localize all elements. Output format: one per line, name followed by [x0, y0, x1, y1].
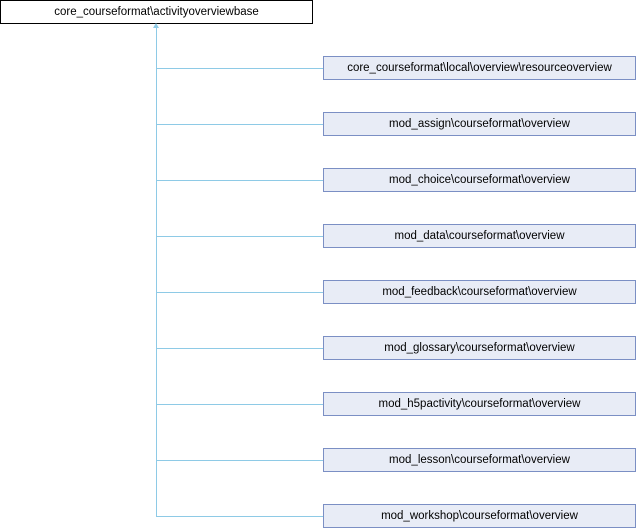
- inheritance-edge: [156, 460, 323, 461]
- derived-class-node[interactable]: mod_data\courseformat\overview: [323, 224, 636, 248]
- inheritance-edge: [156, 292, 323, 293]
- inheritance-arrowhead: [153, 23, 159, 28]
- derived-class-node[interactable]: mod_feedback\courseformat\overview: [323, 280, 636, 304]
- derived-class-node[interactable]: mod_choice\courseformat\overview: [323, 168, 636, 192]
- derived-class-node[interactable]: mod_h5pactivity\courseformat\overview: [323, 392, 636, 416]
- inheritance-edge: [156, 236, 323, 237]
- inheritance-edge: [156, 516, 323, 517]
- derived-class-node[interactable]: mod_lesson\courseformat\overview: [323, 448, 636, 472]
- inheritance-edge: [156, 348, 323, 349]
- derived-class-node[interactable]: mod_glossary\courseformat\overview: [323, 336, 636, 360]
- base-class-node[interactable]: core_courseformat\activityoverviewbase: [0, 0, 313, 24]
- inheritance-edge: [156, 180, 323, 181]
- derived-class-node[interactable]: mod_assign\courseformat\overview: [323, 112, 636, 136]
- inheritance-trunk-line: [156, 26, 157, 517]
- derived-class-node[interactable]: mod_workshop\courseformat\overview: [323, 504, 636, 528]
- derived-class-node[interactable]: core_courseformat\local\overview\resourc…: [323, 56, 636, 80]
- inheritance-edge: [156, 68, 323, 69]
- inheritance-edge: [156, 404, 323, 405]
- inheritance-edge: [156, 124, 323, 125]
